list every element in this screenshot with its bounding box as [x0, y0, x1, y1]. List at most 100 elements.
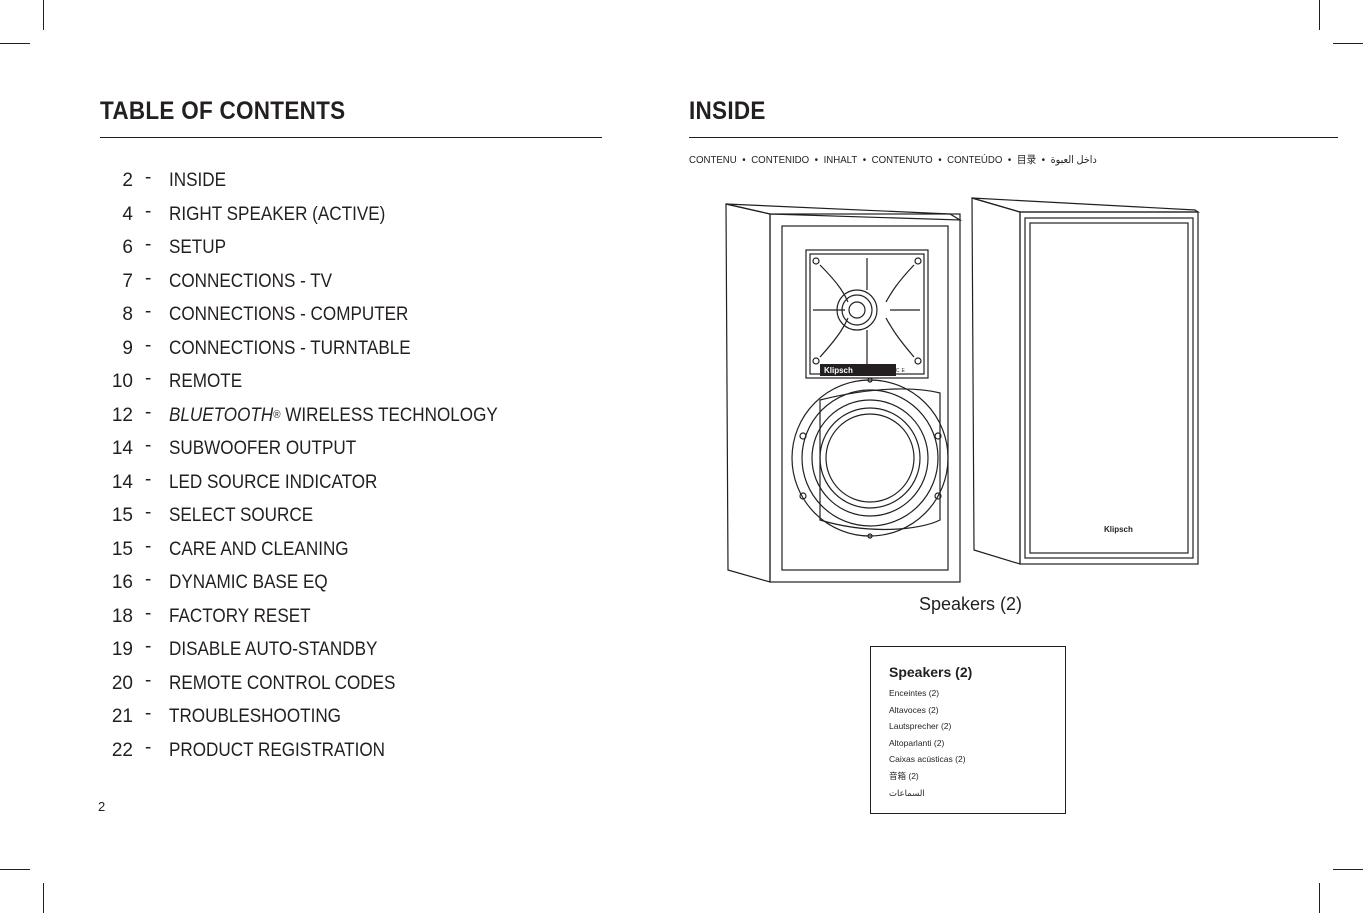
crop-mark [1319, 0, 1320, 30]
language-list: CONTENU•CONTENIDO•INHALT•CONTENUTO•CONTE… [689, 152, 1097, 167]
contents-box-item: Lautsprecher (2) [889, 721, 952, 732]
toc-rule [100, 137, 602, 138]
language-separator: • [1007, 154, 1012, 166]
language-label: داخل العبوة [1050, 154, 1097, 166]
language-label: 目录 [1016, 154, 1037, 166]
toc-label: CONNECTIONS - TURNTABLE [169, 337, 411, 359]
crop-mark [1319, 883, 1320, 913]
toc-entry: 15-SELECT SOURCE [100, 502, 600, 539]
inside-title: INSIDE [689, 97, 766, 125]
toc-dash: - [145, 401, 152, 423]
toc-entry: 15-CARE AND CLEANING [100, 536, 600, 573]
toc-label: SUBWOOFER OUTPUT [169, 438, 357, 459]
toc-entry: 12-BLUETOOTH® WIRELESS TECHNOLOGY [100, 401, 600, 439]
toc-dash: - [145, 167, 152, 188]
contents-box-item: Altoparlanti (2) [889, 737, 945, 748]
toc-dash: - [145, 334, 152, 356]
language-label: CONTENIDO [751, 154, 810, 166]
crop-mark [1333, 43, 1363, 44]
speakers-illustration: Klipsch REFERENCE Klipsch [725, 197, 1200, 583]
toc-dash: - [145, 569, 152, 590]
toc-entry: 7-CONNECTIONS - TV [100, 267, 600, 305]
toc-label: INSIDE [169, 170, 227, 191]
toc-page-number: 15 [111, 538, 133, 560]
left-speaker: Klipsch REFERENCE [725, 203, 963, 583]
toc-label-rest: WIRELESS TECHNOLOGY [280, 404, 498, 426]
toc-page-number: 14 [111, 438, 133, 459]
toc-page-number: 20 [111, 672, 133, 694]
brand-grille: Klipsch [1104, 525, 1133, 534]
toc-page-number: 12 [111, 404, 133, 426]
crop-mark [1333, 869, 1363, 870]
toc-dash: - [145, 267, 152, 289]
toc-page-number: 16 [111, 572, 133, 593]
language-label: INHALT [823, 154, 858, 166]
toc-label-italic: BLUETOOTH [169, 404, 274, 426]
toc-entry: 6-SETUP [100, 234, 600, 271]
contents-box-title: Speakers (2) [889, 664, 973, 680]
inside-rule [689, 137, 1338, 138]
toc-page-number: 19 [111, 639, 133, 660]
toc-page-number: 22 [111, 739, 133, 761]
language-separator: • [742, 154, 746, 166]
contents-box-list: Enceintes (2) Altavoces (2) Lautsprecher (… [889, 687, 966, 803]
toc-label: CONNECTIONS - TV [169, 270, 333, 292]
toc-label: CONNECTIONS - COMPUTER [169, 304, 409, 325]
toc-entry: 19-DISABLE AUTO-STANDBY [100, 636, 600, 673]
crop-mark [0, 869, 30, 870]
brand-front: Klipsch [824, 366, 853, 375]
toc-label: DYNAMIC BASE EQ [169, 572, 328, 593]
language-separator: • [1041, 154, 1046, 166]
registered-mark: ® [273, 408, 281, 421]
page-number: 2 [98, 799, 106, 814]
toc-label: TROUBLESHOOTING [169, 706, 341, 727]
toc-page-number: 9 [122, 337, 133, 359]
toc-dash: - [145, 468, 152, 490]
crop-mark [0, 43, 30, 44]
toc-dash: - [145, 234, 152, 255]
toc-entry: 22-PRODUCT REGISTRATION [100, 736, 600, 774]
toc-entry: 20-REMOTE CONTROL CODES [100, 669, 600, 707]
toc-label: DISABLE AUTO-STANDBY [169, 639, 378, 660]
toc-entry: 10-REMOTE [100, 368, 600, 405]
toc-dash: - [145, 602, 152, 624]
toc-page-number: 7 [122, 270, 133, 292]
toc-page-number: 8 [122, 304, 133, 325]
right-speaker: Klipsch [971, 197, 1200, 565]
toc-page-number: 10 [111, 371, 133, 392]
toc-page-number: 15 [111, 505, 133, 526]
toc-title: TABLE OF CONTENTS [100, 97, 346, 125]
toc-entry: 9-CONNECTIONS - TURNTABLE [100, 334, 600, 372]
toc-label: SELECT SOURCE [169, 505, 314, 526]
toc-label: FACTORY RESET [169, 605, 311, 627]
contents-box-item: Enceintes (2) [889, 688, 940, 698]
crop-mark [43, 0, 44, 30]
toc-entry: 4-RIGHT SPEAKER (ACTIVE) [100, 201, 600, 238]
toc-entry: 21-TROUBLESHOOTING [100, 703, 600, 740]
toc-entry: 8-CONNECTIONS - COMPUTER [100, 301, 600, 338]
language-separator: • [938, 154, 942, 166]
toc-dash: - [145, 669, 152, 691]
language-label: CONTENU [689, 154, 737, 166]
toc-label: SETUP [169, 237, 227, 258]
toc-entry: 18-FACTORY RESET [100, 602, 600, 640]
toc-dash: - [145, 636, 152, 657]
toc-dash: - [145, 703, 152, 724]
toc-dash: - [145, 502, 152, 523]
toc-dash: - [145, 736, 152, 758]
toc-page-number: 6 [122, 237, 133, 258]
language-label: CONTENUTO [871, 154, 933, 166]
toc-dash: - [145, 435, 152, 456]
contents-box: Speakers (2) Enceintes (2) Altavoces (2) L… [870, 646, 1066, 814]
contents-box-item: Altavoces (2) [889, 704, 939, 715]
toc-label: BLUETOOTH® WIRELESS TECHNOLOGY [169, 405, 498, 427]
toc-label: CARE AND CLEANING [169, 538, 349, 560]
toc-label: REMOTE CONTROL CODES [169, 672, 396, 694]
brand-sub: REFERENCE [858, 368, 907, 374]
toc-dash: - [145, 368, 152, 389]
toc-page-number: 14 [111, 471, 133, 493]
language-separator: • [814, 154, 819, 166]
toc-label: PRODUCT REGISTRATION [169, 739, 385, 761]
toc-entry: 2-INSIDE [100, 167, 600, 204]
